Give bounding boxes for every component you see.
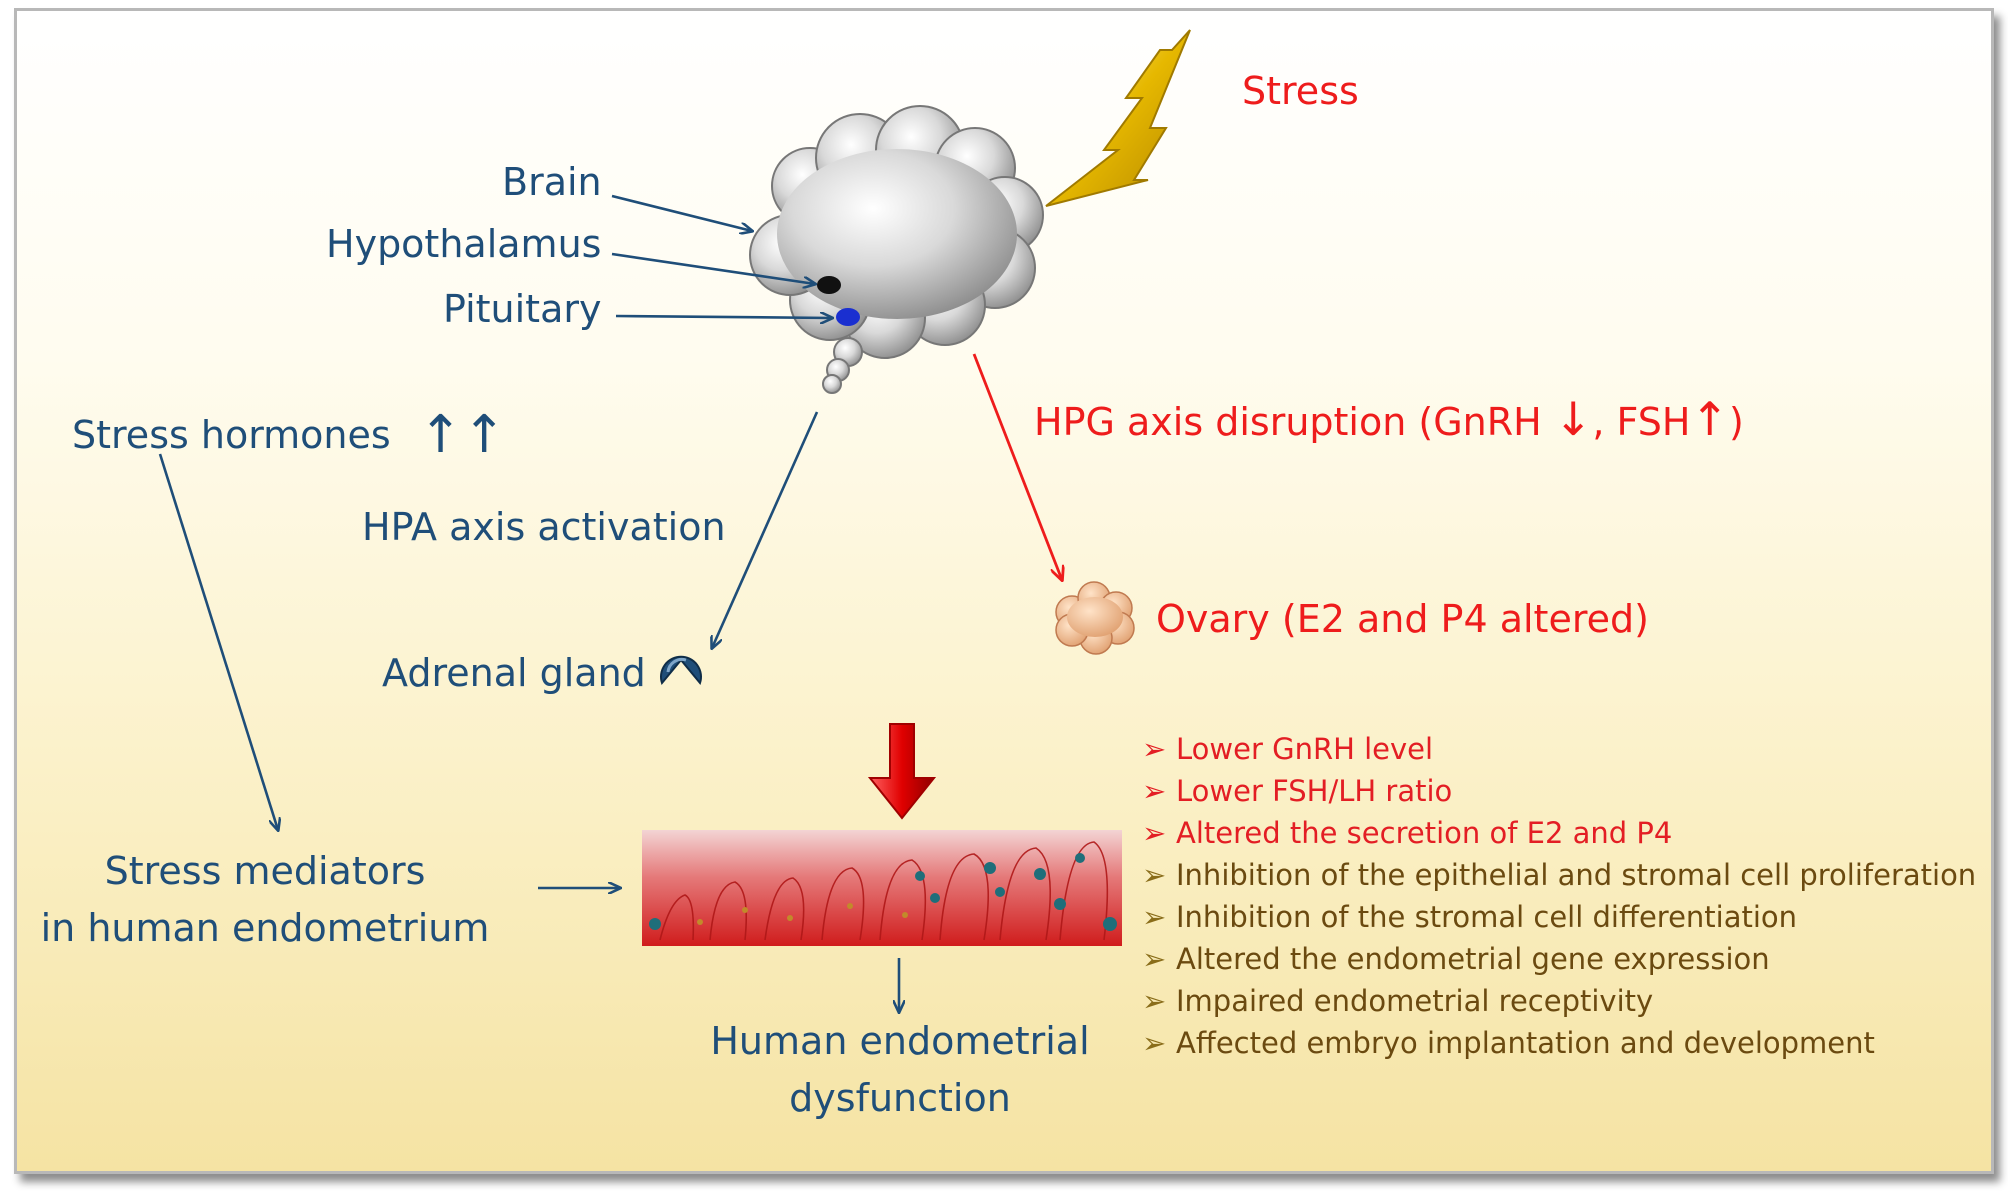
effects-list: ➢ Lower GnRH level ➢ Lower FSH/LH ratio ➢ Alt… [1142, 728, 1976, 1064]
effects-list-item: ➢ Inhibition of the epithelial and stroma… [1142, 854, 1976, 896]
bullet-arrow-icon: ➢ [1142, 984, 1167, 1018]
effects-list-item-text: Inhibition of the epithelial and stromal… [1176, 858, 1977, 892]
ovary-icon [1055, 581, 1135, 655]
bullet-arrow-icon: ➢ [1142, 942, 1167, 976]
bullet-arrow-icon: ➢ [1142, 1026, 1167, 1060]
effects-list-item: ➢ Inhibition of the stromal cell differen… [1142, 896, 1976, 938]
stress-mediators-line1: Stress mediators [104, 849, 426, 893]
effects-list-item: ➢ Altered the endometrial gene expression [1142, 938, 1976, 980]
lightning-bolt-icon [1045, 29, 1191, 207]
hpg-axis-text: HPG axis disruption (GnRH [1034, 400, 1554, 444]
dysfunction-line1: Human endometrial [710, 1019, 1090, 1063]
hpg-arrow [972, 353, 1062, 580]
down-arrow-icon: ↓ [1553, 392, 1593, 446]
pituitary-arrow [615, 316, 832, 318]
stress-hormones-label: Stress hormones ↑↑ [72, 405, 506, 461]
double-up-arrow-icon: ↑↑ [418, 405, 506, 465]
big-red-down-arrow-icon [867, 723, 937, 820]
up-arrow-icon: ↑ [1690, 392, 1729, 446]
effects-list-item-text: Lower GnRH level [1176, 732, 1434, 766]
hypothalamus-dot-icon [817, 276, 841, 294]
brain-arrow [611, 194, 752, 231]
brain-label: Brain [502, 160, 602, 204]
hpg-close-text: ) [1728, 400, 1744, 444]
hpg-axis-label: HPG axis disruption (GnRH ↓, FSH↑) [1034, 396, 1744, 442]
blue-connectors [158, 194, 899, 1012]
endometrial-dysfunction-label: Human endometrial dysfunction [680, 1013, 1120, 1127]
hpg-fsh-text: , FSH [1592, 400, 1691, 444]
bullet-arrow-icon: ➢ [1142, 858, 1167, 892]
bullet-arrow-icon: ➢ [1142, 732, 1167, 766]
bullet-arrow-icon: ➢ [1142, 900, 1167, 934]
dysfunction-line2: dysfunction [789, 1076, 1011, 1120]
stress-hormones-text: Stress hormones [72, 413, 391, 457]
hpa-arrow [712, 411, 819, 648]
adrenal-gland-icon [660, 655, 702, 686]
effects-list-item: ➢ Altered the secretion of E2 and P4 [1142, 812, 1976, 854]
effects-list-item: ➢ Lower GnRH level [1142, 728, 1976, 770]
ovary-label: Ovary (E2 and P4 altered) [1156, 597, 1649, 641]
effects-list-item: ➢ Impaired endometrial receptivity [1142, 980, 1976, 1022]
stress-mediators-label: Stress mediators in human endometrium [30, 843, 500, 957]
pituitary-dot-icon [836, 308, 860, 326]
bullet-arrow-icon: ➢ [1142, 774, 1167, 808]
brain-cloud-icon [749, 105, 1044, 394]
effects-list-item-text: Lower FSH/LH ratio [1176, 774, 1453, 808]
hpa-axis-label: HPA axis activation [362, 505, 726, 549]
effects-list-item-text: Altered the endometrial gene expression [1176, 942, 1770, 976]
pituitary-label: Pituitary [443, 287, 602, 331]
effects-list-item: ➢ Affected embryo implantation and develo… [1142, 1022, 1976, 1064]
stress-mediators-line2: in human endometrium [40, 906, 490, 950]
hypothalamus-arrow [611, 252, 815, 284]
effects-list-item-text: Impaired endometrial receptivity [1176, 984, 1654, 1018]
effects-list-item-text: Inhibition of the stromal cell different… [1176, 900, 1798, 934]
adrenal-gland-label: Adrenal gland [382, 651, 646, 695]
hypothalamus-label: Hypothalamus [326, 222, 602, 266]
effects-list-item-text: Altered the secretion of E2 and P4 [1176, 816, 1673, 850]
stress-hormones-arrow [158, 453, 278, 830]
bullet-arrow-icon: ➢ [1142, 816, 1167, 850]
stress-label: Stress [1242, 69, 1359, 113]
endometrium-tissue-icon [642, 830, 1122, 946]
effects-list-item: ➢ Lower FSH/LH ratio [1142, 770, 1976, 812]
effects-list-item-text: Affected embryo implantation and develop… [1176, 1026, 1875, 1060]
